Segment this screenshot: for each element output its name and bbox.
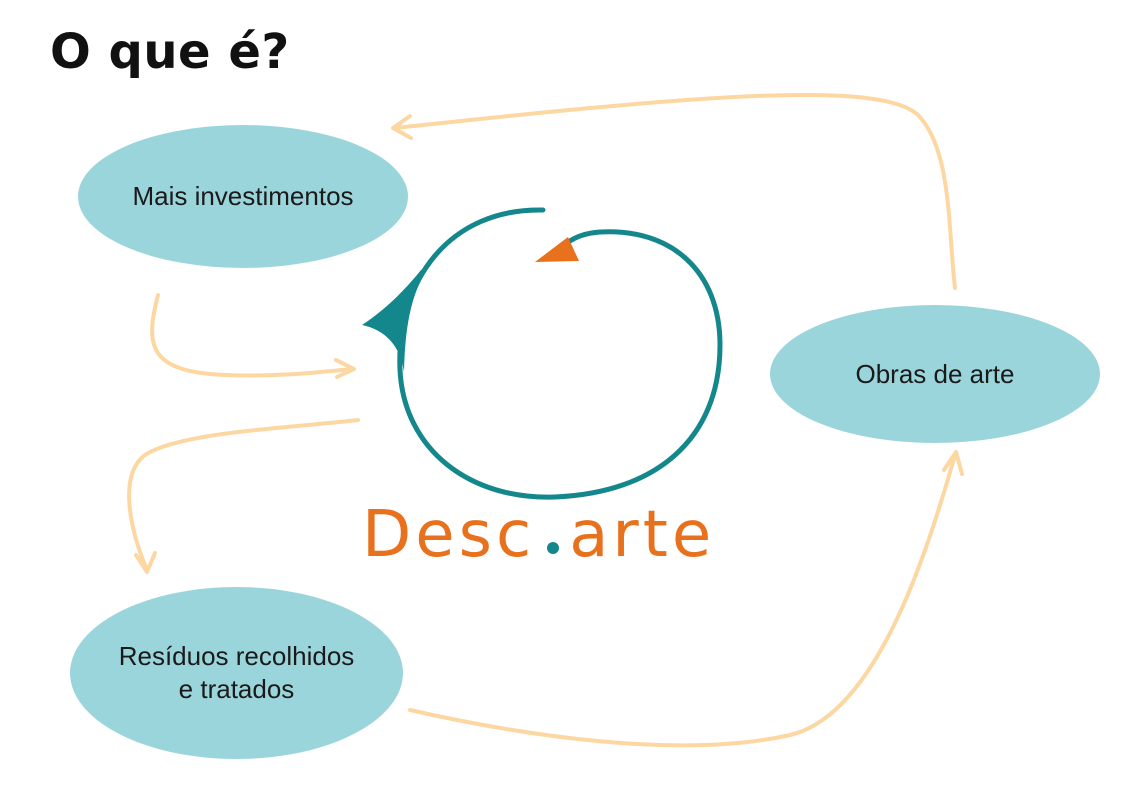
arrowhead-logo [334, 358, 356, 379]
logo-wordmark: Desc arte [362, 495, 715, 575]
logo-text-desc: Desc [362, 498, 536, 572]
logo-swoosh-icon [362, 207, 723, 500]
node-label-residuos: Resíduos recolhidos e tratados [118, 641, 355, 704]
arrow-investimentos-to-logo [150, 293, 354, 378]
node-mais-investimentos: Mais investimentos [78, 125, 408, 268]
arrow-obras-to-investimentos [393, 92, 957, 290]
arrowhead-obras [942, 450, 964, 476]
arrowhead-residuos [134, 551, 157, 574]
arrow-logo-to-residuos [127, 418, 360, 572]
node-obras-de-arte: Obras de arte [770, 305, 1100, 443]
node-label-obras-de-arte: Obras de arte [855, 358, 1015, 389]
node-residuos: Resíduos recolhidos e tratados [70, 587, 403, 759]
logo-text-arte: arte [569, 498, 716, 572]
page-title: O que é? [50, 24, 290, 80]
node-label-mais-investimentos: Mais investimentos [132, 181, 354, 211]
arrowhead-investimentos [391, 114, 413, 140]
arrow-residuos-to-obras [408, 453, 957, 748]
logo-dot-icon [547, 542, 560, 554]
